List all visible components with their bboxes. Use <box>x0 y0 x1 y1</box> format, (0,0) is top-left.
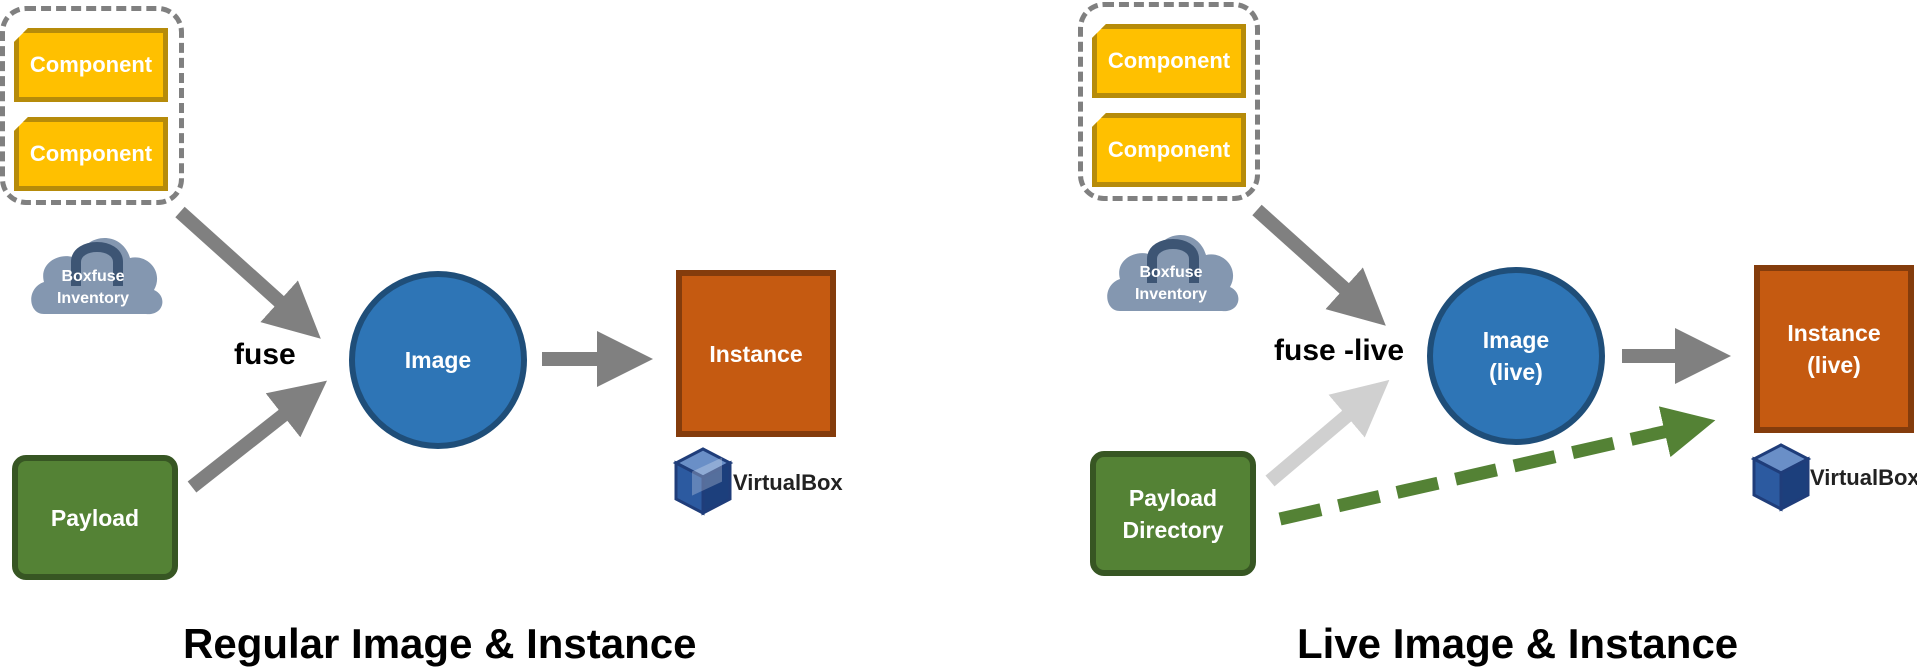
virtualbox-label: VirtualBox <box>1810 465 1917 490</box>
inventory-label-line1: Boxfuse <box>61 268 125 285</box>
operation-label: fuse -live <box>1274 334 1405 367</box>
components-group <box>0 6 184 205</box>
virtualbox-label: VirtualBox <box>733 470 843 495</box>
inventory-label-line2: Inventory <box>56 290 129 307</box>
arrow-components-to-image <box>175 206 321 339</box>
lock-cloud-icon <box>1107 234 1239 312</box>
payload-label-line2: Directory <box>1122 516 1224 543</box>
component-box: Component <box>14 117 168 191</box>
arrow-live-payload-to-instance-dashed <box>1278 406 1716 526</box>
inventory-label-line1: Boxfuse <box>1139 264 1203 281</box>
instance-node: Instance <box>676 270 836 437</box>
image-label-line1: Image <box>1482 327 1550 353</box>
instance-label-line1: Instance <box>1787 320 1881 346</box>
payload-box: Payload <box>12 455 178 580</box>
component-box: Component <box>1092 113 1246 187</box>
operation-label: fuse <box>234 338 296 371</box>
inventory-label-line2: Inventory <box>1134 286 1207 303</box>
payload-directory-box: Payload Directory <box>1090 451 1256 576</box>
diagram-title-regular: Regular Image & Instance <box>183 620 697 667</box>
live-instance-node: Instance (live) <box>1754 265 1914 433</box>
inventory-label: Boxfuse Inventory <box>1116 262 1226 306</box>
arrow-live-components-to-image <box>1252 204 1386 326</box>
arrow-live-payload-to-image <box>1265 379 1390 487</box>
component-box: Component <box>1092 24 1246 98</box>
instance-label-line2: (live) <box>1807 352 1861 378</box>
live-components-group <box>1078 2 1260 201</box>
live-image-node: Image (live) <box>1427 267 1605 445</box>
arrow-payload-to-image <box>187 380 327 493</box>
component-box: Component <box>14 28 168 102</box>
lock-cloud-icon <box>31 237 163 315</box>
image-node: Image <box>349 271 527 449</box>
image-label-line2: (live) <box>1489 359 1543 385</box>
payload-label-line1: Payload <box>1128 484 1218 511</box>
diagram-title-live: Live Image & Instance <box>1297 620 1739 667</box>
inventory-label: Boxfuse Inventory <box>38 266 148 310</box>
virtualbox-cube-icon <box>672 447 734 516</box>
virtualbox-cube-icon <box>1750 443 1812 512</box>
